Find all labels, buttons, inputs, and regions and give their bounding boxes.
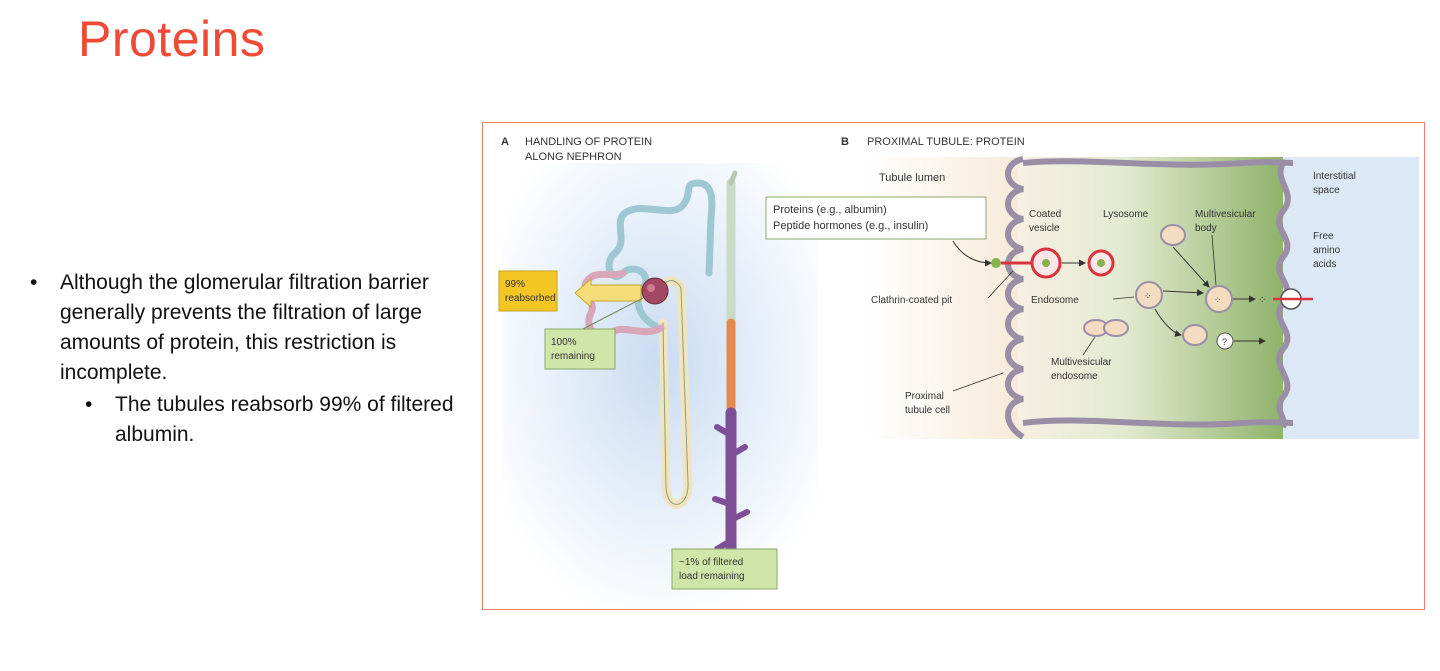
cell-boundary-top (1022, 158, 1294, 168)
bullet-dot: • (85, 393, 93, 416)
interstitial-label-line1: Interstitial (1313, 171, 1356, 182)
coated-vesicle-label-line2: vesicle (1029, 223, 1060, 234)
amino-acid-dots: ⁘ (1258, 295, 1266, 306)
apical-membrane (1005, 156, 1025, 440)
figure-svg: A HANDLING OF PROTEIN ALONG NEPHRON 99% … (498, 136, 1419, 608)
remaining-leader-line (574, 297, 644, 334)
endosome-to-mve-arrow (1154, 308, 1182, 337)
mvb-label-line1: Multivesicular (1195, 209, 1256, 220)
unknown-step-mark: ? (1222, 337, 1227, 347)
final-remaining-line2: load remaining (679, 571, 745, 582)
bullet-item: • Although the glomerular filtration bar… (30, 268, 460, 388)
panel-b-title: PROXIMAL TUBULE: PROTEIN (867, 136, 1025, 148)
unknown-step-circle (1216, 332, 1234, 350)
figure-frame: A HANDLING OF PROTEIN ALONG NEPHRON 99% … (482, 122, 1425, 610)
panel-a-letter: A (501, 136, 509, 148)
bullet-list: • Although the glomerular filtration bar… (30, 268, 460, 450)
proximal-cell-label-line2: tubule cell (905, 405, 950, 416)
mve-label-line2: endosome (1051, 371, 1098, 382)
clathrin-pit-label: Clathrin-coated pit (871, 295, 952, 306)
final-remaining-callout (671, 548, 778, 590)
coated-vesicle-label-line1: Coated (1029, 209, 1061, 220)
endosome-to-mvb-arrow (1162, 289, 1204, 297)
bullet-text: Although the glomerular filtration barri… (60, 271, 429, 384)
reabsorbed-callout-line1: 99% (505, 279, 525, 290)
multivesicular-endosome (1182, 324, 1208, 346)
bullet-dot: • (30, 271, 38, 294)
lysosome (1160, 224, 1186, 246)
endosome-recycling-2 (1103, 319, 1129, 337)
protein-entry-arrow (952, 240, 992, 267)
proteins-callout-line2: Peptide hormones (e.g., insulin) (773, 220, 928, 232)
endosome-label: Endosome (1031, 295, 1079, 306)
coated-vesicle-1-cargo (1042, 259, 1050, 267)
endosome-cargo-icon: ⁘ (1144, 291, 1152, 301)
collecting-duct-top (728, 170, 738, 186)
nephron-illustration (581, 170, 750, 569)
clathrin-pit-leader (987, 270, 1014, 299)
panel-b-letter: B (841, 136, 849, 148)
reabsorbed-arrow (574, 277, 642, 309)
free-amino-label-line2: amino (1313, 245, 1341, 256)
cell-boundary-bottom (1022, 417, 1294, 428)
convoluted-tubule-loop (581, 269, 665, 340)
proteins-callout (765, 196, 987, 240)
slide-title: Proteins (78, 11, 266, 67)
tubule-lumen-label: Tubule lumen (879, 172, 945, 184)
reabsorbed-callout (498, 270, 558, 312)
collecting-duct-branches (712, 424, 750, 552)
mve-label-line1: Multivesicular (1051, 357, 1112, 368)
lysosome-arrow (1172, 246, 1210, 288)
remaining-callout (544, 328, 616, 370)
mvb-cargo-icon: ⁘ (1214, 295, 1222, 305)
sub-bullet-text: The tubules reabsorb 99% of filtered alb… (115, 393, 454, 446)
mvb-leader (1211, 234, 1217, 286)
panel-a-title-line1: HANDLING OF PROTEIN (525, 136, 652, 148)
proximal-cell-label-line1: Proximal (905, 391, 944, 402)
remaining-callout-line2: remaining (551, 351, 595, 362)
proximal-cell-leader (952, 372, 1004, 392)
panel-b: B PROXIMAL TUBULE: PROTEIN Tubule lumen … (765, 136, 1419, 440)
panel-a-title-line2: ALONG NEPHRON (525, 151, 622, 163)
remaining-callout-line1: 100% (551, 337, 577, 348)
multivesicular-body (1205, 285, 1233, 313)
interstitial-label-line2: space (1313, 185, 1340, 196)
mve-leader (1082, 336, 1096, 356)
glomerulus (641, 277, 669, 305)
endosome-leader (1112, 296, 1135, 300)
proteins-callout-line1: Proteins (e.g., albumin) (773, 204, 887, 216)
free-amino-label-line3: acids (1313, 259, 1336, 270)
final-remaining-line1: ~1% of filtered (679, 557, 743, 568)
endosome (1135, 281, 1163, 309)
sub-bullet-item: • The tubules reabsorb 99% of filtered a… (85, 390, 460, 450)
lysosome-label: Lysosome (1103, 209, 1149, 220)
mvb-label-line2: body (1195, 223, 1217, 234)
coated-vesicle-2-cargo (1097, 259, 1105, 267)
glomerulus-highlight (647, 284, 655, 292)
protein-particle (991, 258, 1001, 268)
free-amino-label-line1: Free (1313, 231, 1334, 242)
reabsorbed-callout-line2: reabsorbed (505, 293, 556, 304)
